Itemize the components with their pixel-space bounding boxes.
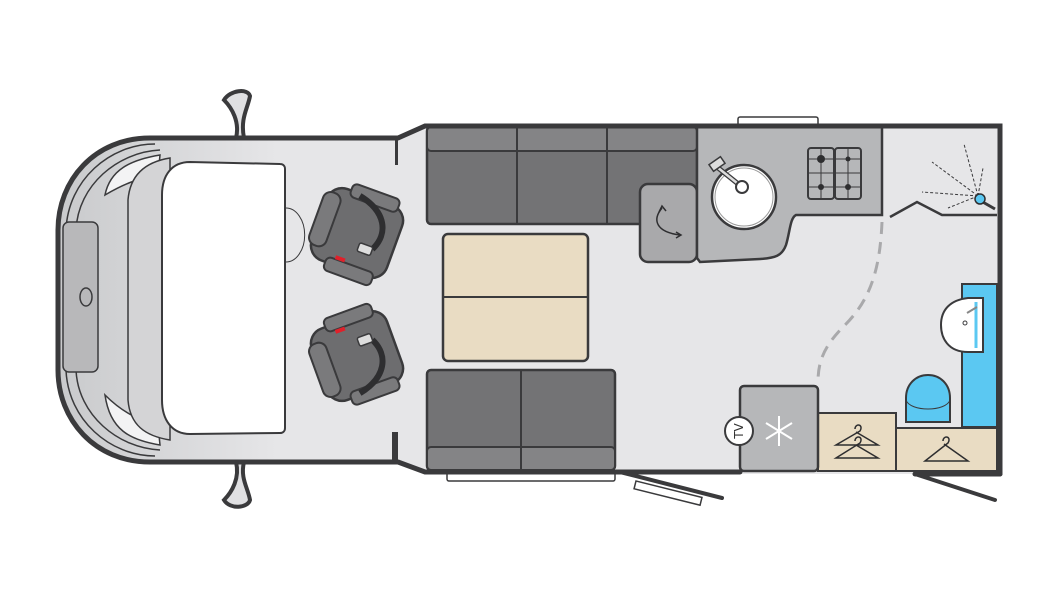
snowflake-icon: [765, 416, 793, 446]
tv-icon: TV: [724, 416, 754, 446]
washroom-door[interactable]: [913, 472, 997, 502]
coat-hanger-icon: [922, 436, 971, 462]
tv-label: TV: [732, 422, 746, 439]
toilet-icon: [905, 373, 951, 423]
washbasin-icon: [939, 297, 984, 353]
wing-mirror-top: [221, 89, 253, 140]
fridge[interactable]: TV: [724, 384, 820, 473]
washroom: [905, 283, 998, 428]
wardrobe-left[interactable]: [817, 412, 897, 472]
driver-seat[interactable]: [300, 175, 410, 290]
wing-mirror-bottom: [221, 460, 253, 509]
passenger-seat[interactable]: [300, 299, 410, 414]
cab: [55, 135, 428, 465]
hob-icon: [807, 147, 862, 200]
sofa-top[interactable]: [425, 125, 699, 226]
dining-table[interactable]: [441, 232, 590, 363]
wardrobe-right[interactable]: [895, 427, 998, 472]
dashboard: [161, 160, 286, 436]
coat-hanger-icon: [833, 424, 881, 459]
kitchen-worktop: [695, 125, 884, 264]
sink-icon: [707, 155, 778, 231]
sofa-bottom[interactable]: [425, 368, 617, 482]
shower-icon: [974, 193, 996, 211]
shower: [889, 143, 997, 219]
badge: [79, 287, 93, 307]
swivel-stool[interactable]: [638, 182, 699, 264]
habitation-door[interactable]: [618, 470, 724, 507]
steering-wheel: [285, 207, 306, 263]
walls: [395, 123, 1003, 477]
